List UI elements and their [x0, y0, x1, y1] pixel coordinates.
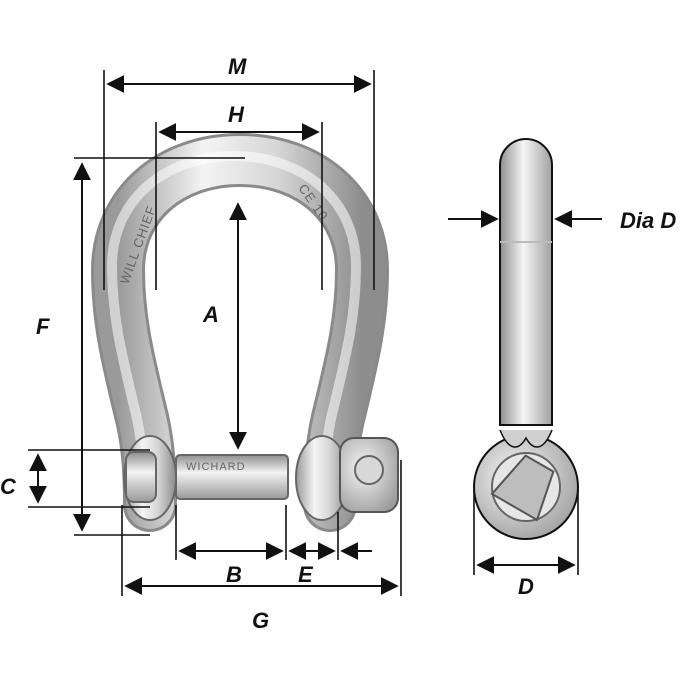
label-a: A	[202, 302, 219, 327]
shackle-pin	[175, 454, 289, 500]
label-e: E	[298, 562, 314, 587]
label-d: D	[518, 574, 534, 599]
dimension-labels: M H F A C B E G Dia D D	[0, 54, 676, 633]
side-view-shank	[499, 138, 553, 426]
label-g: G	[252, 608, 269, 633]
label-m: M	[228, 54, 247, 79]
label-f: F	[36, 314, 50, 339]
label-b: B	[226, 562, 242, 587]
shackle-side-view	[473, 138, 579, 540]
label-h: H	[228, 102, 245, 127]
label-dia-d: Dia D	[620, 208, 676, 233]
dimension-lines	[28, 70, 602, 596]
pin-engraving: WICHARD	[186, 461, 246, 473]
label-c: C	[0, 474, 17, 499]
pin-head	[125, 451, 157, 503]
shackle-body: WILL CHIEF CE 10 WICHARD	[90, 132, 399, 532]
